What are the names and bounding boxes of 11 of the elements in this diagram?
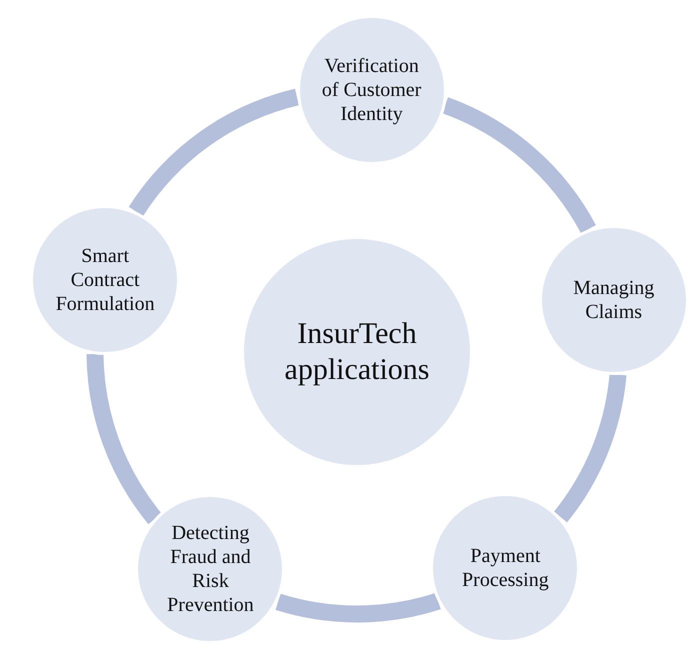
ring-connector bbox=[442, 97, 596, 234]
node-label: Verification of Customer Identity bbox=[320, 54, 422, 126]
ring-connector bbox=[554, 373, 626, 522]
node-label: Payment Processing bbox=[461, 544, 550, 592]
ring-connector bbox=[86, 354, 162, 524]
node-label: Smart Contract Formulation bbox=[54, 244, 156, 316]
node-label: Managing Claims bbox=[572, 276, 656, 324]
node-label: Detecting Fraud and Risk Prevention bbox=[166, 521, 255, 618]
ring-connector bbox=[276, 592, 440, 622]
ring-connector bbox=[129, 88, 300, 216]
node-label: InsurTech applications bbox=[284, 316, 430, 388]
